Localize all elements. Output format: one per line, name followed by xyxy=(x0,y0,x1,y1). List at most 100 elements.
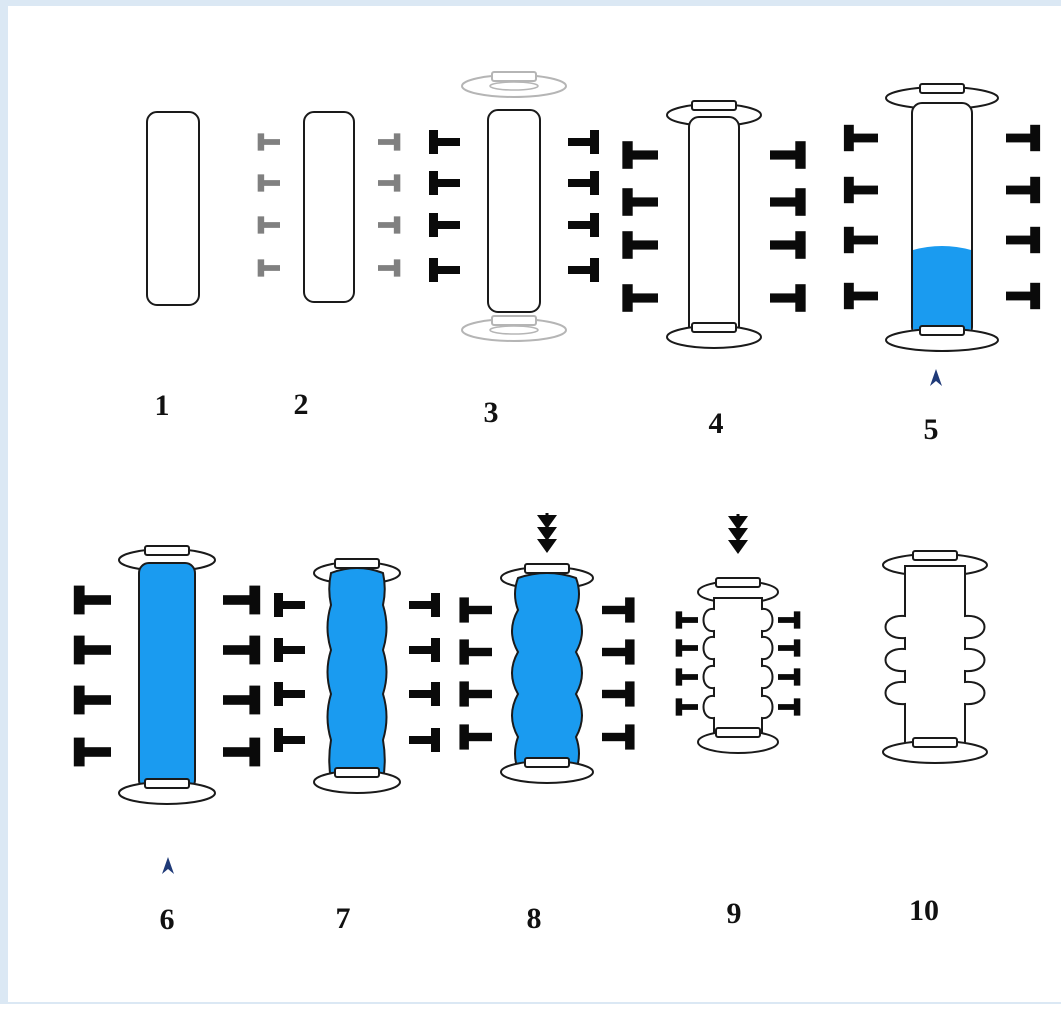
step-6-clamp-left-4 xyxy=(73,737,111,767)
step-4-clamp-left-2 xyxy=(622,188,658,216)
step-5-bottom-flange xyxy=(885,325,999,352)
step-6-clamp-left-3-head xyxy=(73,685,85,715)
step-9-clamp-left-3-head xyxy=(675,668,683,686)
step-3-bottom-flange xyxy=(461,315,567,342)
step-8-clamp-right-3-stem xyxy=(602,689,630,699)
step-2-clamp-left-4 xyxy=(257,259,280,277)
step-7-top-flange-collar xyxy=(334,558,380,569)
step-7-clamp-right-1 xyxy=(409,593,440,617)
step-2-clamp-left-3 xyxy=(257,216,280,234)
step-5-clamp-right-3-stem xyxy=(1006,235,1035,245)
step-3-clamp-left-1-stem xyxy=(434,138,460,146)
step-5-clamp-right-1-stem xyxy=(1006,133,1035,143)
step-4-clamp-left-1-stem xyxy=(628,150,658,160)
step-5-clamp-right-1 xyxy=(1006,124,1041,152)
step-4-bottom-flange-collar xyxy=(691,322,737,333)
step-7-bottom-flange xyxy=(313,767,401,794)
step-7-clamp-right-2 xyxy=(409,638,440,662)
step-2-clamp-left-3-head xyxy=(257,216,265,234)
step-7-clamp-left-2 xyxy=(274,638,305,662)
step-6-clamp-right-1-head xyxy=(249,585,261,615)
step-5-clamp-left-3 xyxy=(843,226,878,254)
step-7-clamp-left-3-stem xyxy=(279,690,305,698)
step-2-clamp-right-4 xyxy=(378,259,401,277)
step-4-clamp-left-4-head xyxy=(622,284,633,312)
step-3-clamp-left-1 xyxy=(429,130,460,154)
step-4-clamp-left-3-stem xyxy=(628,240,658,250)
step-9-clamp-left-2 xyxy=(675,639,698,657)
step-3-clamp-left-3-head xyxy=(429,213,438,237)
step-7-clamp-right-3-head xyxy=(431,682,440,706)
step-9-clamp-left-2-head xyxy=(675,639,683,657)
step-1: 1 xyxy=(146,111,200,422)
step-6-clamp-right-4-head xyxy=(249,737,261,767)
step-9: 9 xyxy=(675,514,801,930)
step-2-clamp-right-3-head xyxy=(393,216,401,234)
step-4-clamp-left-2-head xyxy=(622,188,633,216)
step-7-clamp-left-3 xyxy=(274,682,305,706)
step-6-clamp-right-3 xyxy=(223,685,261,715)
step-8-clamp-left-4 xyxy=(459,724,492,750)
step-3-clamp-right-4-stem xyxy=(568,266,594,274)
step-6-clamp-right-4 xyxy=(223,737,261,767)
step-3-top-flange xyxy=(461,71,567,98)
step-9-clamp-left-2-stem xyxy=(679,645,698,651)
step-9-clamp-right-1 xyxy=(778,611,801,629)
step-9-clamp-right-4-stem xyxy=(778,704,797,710)
step-2-clamp-left-1-head xyxy=(257,133,265,151)
step-5-top-flange xyxy=(885,83,999,110)
step-4-clamp-right-3-head xyxy=(795,231,806,259)
step-9-label: 9 xyxy=(727,897,742,930)
step-8-clamp-left-3 xyxy=(459,681,492,707)
step-5-clamp-left-3-head xyxy=(843,226,854,254)
step-4-tube xyxy=(688,116,740,341)
step-3-clamp-left-2 xyxy=(429,171,460,195)
step-2-clamp-left-1 xyxy=(257,133,280,151)
step-6-label: 6 xyxy=(160,903,175,936)
step-2-clamp-right-3-stem xyxy=(378,222,397,228)
step-7-clamp-right-3-stem xyxy=(409,690,435,698)
step-6-pressure-arrow xyxy=(162,857,174,874)
step-8-clamp-left-2-head xyxy=(459,639,469,665)
step-8-top-flange-collar xyxy=(524,563,570,574)
step-2-tube xyxy=(303,111,355,303)
step-6-clamp-right-2 xyxy=(223,635,261,665)
step-2-label: 2 xyxy=(294,388,309,421)
step-9-bottom-flange xyxy=(697,727,779,754)
step-5-pressure-arrow xyxy=(930,369,942,386)
step-5-clamp-left-4-head xyxy=(843,282,854,310)
step-7-clamp-left-2-stem xyxy=(279,646,305,654)
step-8-clamp-left-3-stem xyxy=(464,689,492,699)
step-7-clamp-right-2-stem xyxy=(409,646,435,654)
step-2-clamp-right-2 xyxy=(378,174,401,192)
step-10-bottom-flange xyxy=(882,737,988,764)
step-4-top-flange-collar xyxy=(691,100,737,111)
step-2-clamp-right-1 xyxy=(378,133,401,151)
step-3-clamp-right-3-head xyxy=(590,213,599,237)
step-6-clamp-right-2-head xyxy=(249,635,261,665)
step-4-clamp-right-2-stem xyxy=(770,197,800,207)
step-6-clamp-left-2-stem xyxy=(79,645,111,655)
step-5-bottom-flange-collar xyxy=(919,325,965,336)
step-3-clamp-right-1-head xyxy=(590,130,599,154)
step-8-label: 8 xyxy=(527,902,542,935)
step-9-clamp-left-1 xyxy=(675,611,698,629)
step-5-clamp-right-4-head xyxy=(1030,282,1041,310)
step-2-clamp-right-2-head xyxy=(393,174,401,192)
step-4-clamp-right-1 xyxy=(770,141,806,169)
step-6-clamp-left-3-stem xyxy=(79,695,111,705)
step-8: 8 xyxy=(459,513,635,935)
step-9-clamp-left-3 xyxy=(675,668,698,686)
step-8-clamp-left-3-head xyxy=(459,681,469,707)
step-4-clamp-right-4-head xyxy=(795,284,806,312)
step-4-clamp-right-1-head xyxy=(795,141,806,169)
step-7-clamp-right-2-head xyxy=(431,638,440,662)
step-9-clamp-right-3-head xyxy=(793,668,801,686)
step-8-bottom-flange-collar xyxy=(524,757,570,768)
step-7-clamp-left-2-head xyxy=(274,638,283,662)
step-8-clamp-left-1-stem xyxy=(464,605,492,615)
step-9-clamp-left-1-stem xyxy=(679,617,698,623)
step-7-clamp-left-4-stem xyxy=(279,736,305,744)
step-3: 3 xyxy=(429,71,599,429)
